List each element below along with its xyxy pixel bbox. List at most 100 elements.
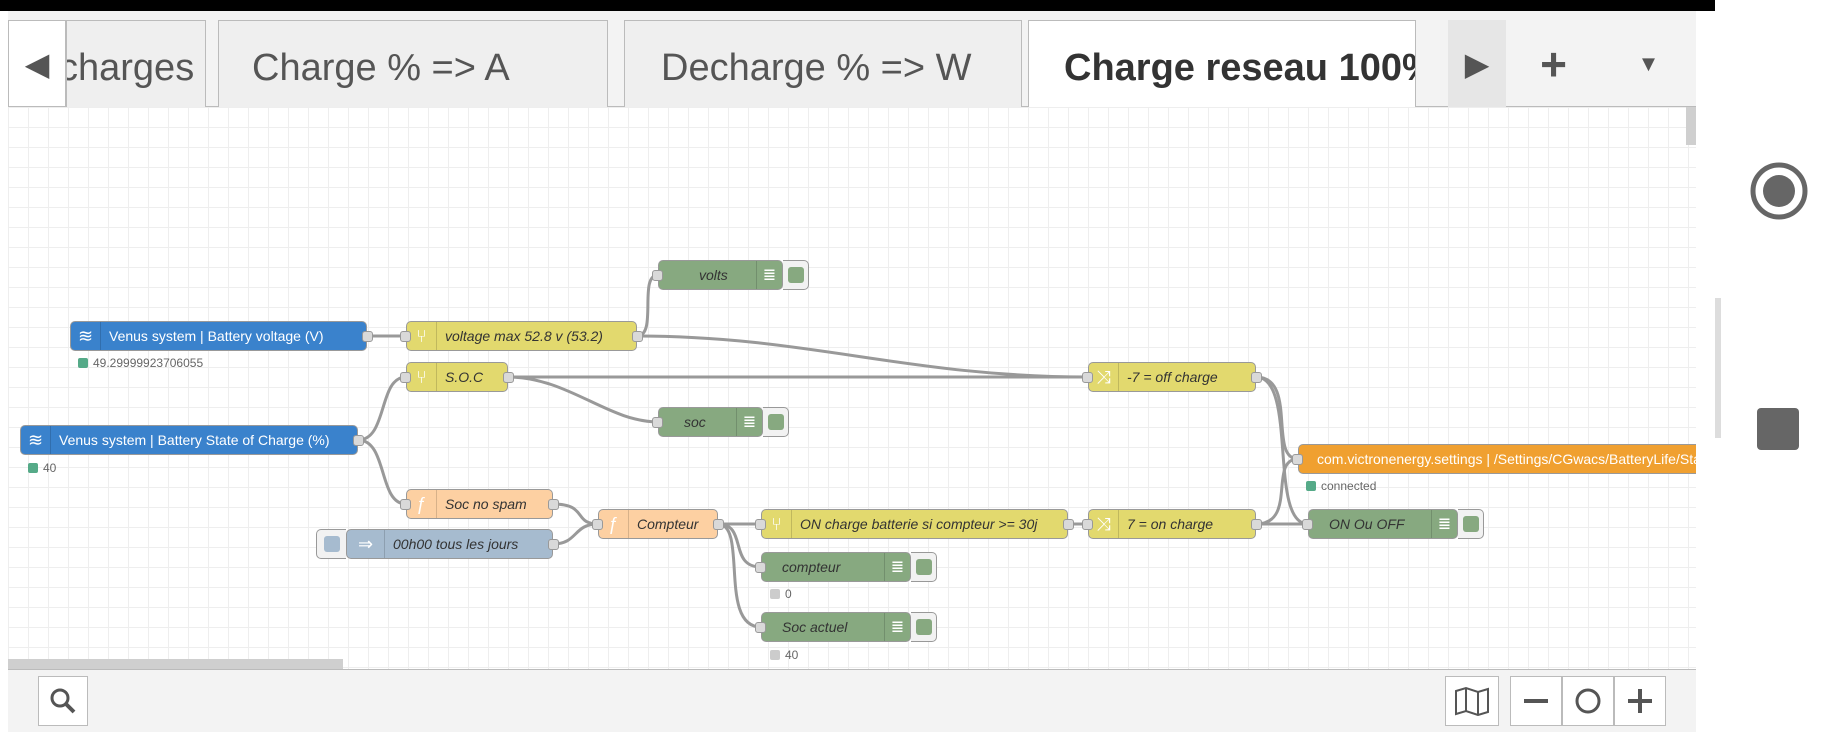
volts-debug-node[interactable]: volts ≣	[652, 260, 783, 290]
voltage-max-switch-node[interactable]: ⑂ voltage max 52.8 v (53.2)	[400, 321, 643, 351]
input-port[interactable]	[755, 622, 766, 633]
scroll-tabs-right-button[interactable]: ▶	[1448, 20, 1506, 107]
plus-icon: +	[1540, 37, 1567, 90]
on-charge-change-node[interactable]: ⤨ 7 = on charge	[1082, 509, 1262, 539]
change-icon: ⤨	[1089, 363, 1119, 391]
output-port[interactable]	[548, 499, 559, 510]
input-port[interactable]	[1082, 519, 1093, 530]
on-ou-off-debug-node[interactable]: ON Ou OFF ≣	[1302, 509, 1458, 539]
node-label: Venus system | Battery voltage (V)	[109, 328, 324, 344]
inject-node[interactable]: ⇒ 00h00 tous les jours	[346, 529, 559, 559]
node-label: compteur	[782, 559, 841, 575]
record-icon[interactable]	[1750, 162, 1808, 220]
input-port[interactable]	[652, 417, 663, 428]
add-tab-button[interactable]: +	[1506, 20, 1601, 107]
output-port[interactable]	[503, 372, 514, 383]
zoom-in-button[interactable]	[1614, 676, 1666, 726]
input-port[interactable]	[400, 372, 411, 383]
map-button[interactable]	[1445, 676, 1499, 726]
input-port[interactable]	[400, 499, 411, 510]
node-label: 7 = on charge	[1127, 516, 1214, 532]
volts-debug-toggle[interactable]	[783, 260, 809, 290]
input-port[interactable]	[1292, 454, 1303, 465]
zoom-out-button[interactable]	[1510, 676, 1562, 726]
circle-icon	[1575, 688, 1601, 714]
tab-charge-reseau[interactable]: Charge reseau 100%	[1028, 20, 1416, 108]
change-icon: ⤨	[1089, 510, 1119, 538]
output-port[interactable]	[632, 331, 643, 342]
output-port[interactable]	[1251, 519, 1262, 530]
search-icon	[50, 688, 76, 714]
node-label: ON charge batterie si compteur >= 30j	[800, 516, 1038, 532]
node-label: Soc no spam	[445, 496, 527, 512]
node-label: 00h00 tous les jours	[393, 536, 519, 552]
scroll-tabs-left-button[interactable]: ◀	[8, 20, 66, 107]
input-port[interactable]	[400, 331, 411, 342]
soc-debug-node[interactable]: soc ≣	[652, 407, 763, 437]
status-text: connected	[1321, 479, 1377, 493]
chevron-right-icon: ▶	[1464, 45, 1490, 82]
on-charge-switch-node[interactable]: ⑂ ON charge batterie si compteur >= 30j	[755, 509, 1074, 539]
compteur-debug-node[interactable]: compteur ≣	[755, 552, 911, 582]
node-label: com.victronenergy.settings | /Settings/C…	[1317, 451, 1696, 467]
output-port[interactable]	[713, 519, 724, 530]
switch-icon: ⑂	[407, 322, 437, 350]
battery-voltage-status: 49.29999923706055	[78, 356, 203, 370]
input-port[interactable]	[755, 519, 766, 530]
minus-icon	[1524, 699, 1548, 703]
search-button[interactable]	[38, 676, 88, 726]
soc-debug-toggle[interactable]	[763, 407, 789, 437]
vertical-scrollbar[interactable]	[1686, 107, 1696, 145]
node-label: -7 = off charge	[1127, 369, 1218, 385]
tab-label: Decharge % => W	[661, 47, 972, 89]
side-scrollbar[interactable]	[1715, 298, 1721, 438]
node-label: Venus system | Battery State of Charge (…	[59, 432, 330, 448]
tab-label: Charge % => A	[252, 47, 510, 89]
tab-bar: ◀ charges Charge % => A Decharge % => W …	[8, 11, 1696, 108]
chevron-left-icon: ◀	[24, 45, 50, 82]
output-port[interactable]	[1251, 372, 1262, 383]
input-port[interactable]	[1302, 519, 1313, 530]
flow-canvas[interactable]: ≋ Venus system | Battery voltage (V) 49.…	[8, 107, 1696, 669]
side-panel	[1715, 0, 1821, 732]
soc-switch-node[interactable]: ⑂ S.O.C	[400, 362, 514, 392]
tab-charges[interactable]: charges	[66, 20, 206, 107]
status-text: 40	[785, 648, 799, 662]
zoom-reset-button[interactable]	[1562, 676, 1614, 726]
map-icon	[1455, 686, 1489, 716]
tab-decharge-w[interactable]: Decharge % => W	[624, 20, 1022, 107]
output-port[interactable]	[548, 539, 559, 550]
on-ou-off-debug-toggle[interactable]	[1458, 509, 1484, 539]
horizontal-scrollbar[interactable]	[8, 659, 343, 669]
flow-wires	[357, 273, 1309, 629]
compteur-function-node[interactable]: ƒ Compteur	[592, 509, 724, 539]
input-port[interactable]	[652, 270, 663, 281]
compteur-status: 0	[770, 587, 792, 601]
input-port[interactable]	[1082, 372, 1093, 383]
compteur-debug-toggle[interactable]	[911, 552, 937, 582]
soc-no-spam-function-node[interactable]: ƒ Soc no spam	[400, 489, 559, 519]
output-port[interactable]	[362, 331, 373, 342]
node-label: S.O.C	[445, 369, 484, 385]
off-charge-change-node[interactable]: ⤨ -7 = off charge	[1082, 362, 1262, 392]
stop-icon[interactable]	[1757, 408, 1799, 450]
soc-actuel-debug-toggle[interactable]	[911, 612, 937, 642]
settings-output-node[interactable]: com.victronenergy.settings | /Settings/C…	[1292, 444, 1696, 474]
output-port[interactable]	[353, 435, 364, 446]
debug-list-icon: ≣	[884, 553, 910, 581]
battery-soc-node[interactable]: ≋ Venus system | Battery State of Charge…	[20, 425, 364, 455]
tab-charge-a[interactable]: Charge % => A	[218, 20, 608, 107]
input-port[interactable]	[755, 562, 766, 573]
input-port[interactable]	[592, 519, 603, 530]
tab-menu-button[interactable]: ▼	[1601, 20, 1696, 107]
soc-actuel-debug-node[interactable]: Soc actuel ≣	[755, 612, 911, 642]
status-text: 40	[43, 461, 57, 475]
battery-voltage-node[interactable]: ≋ Venus system | Battery voltage (V)	[70, 321, 373, 351]
soc-actuel-status: 40	[770, 648, 798, 662]
victron-icon: ≋	[71, 322, 101, 350]
settings-status: connected	[1306, 479, 1376, 493]
plus-icon	[1628, 689, 1652, 713]
tab-label: Charge reseau 100%	[1064, 47, 1416, 89]
output-port[interactable]	[1063, 519, 1074, 530]
inject-trigger-button[interactable]	[316, 529, 346, 559]
